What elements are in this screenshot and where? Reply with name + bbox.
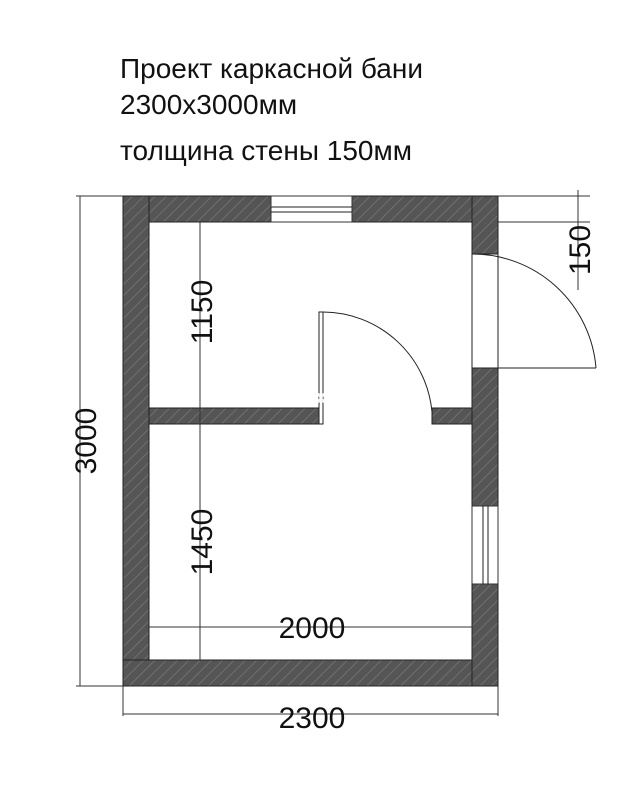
dim-upper-room: 1150 — [186, 280, 219, 345]
dim-lower-room: 1450 — [186, 509, 219, 576]
wall-bottom — [122, 659, 499, 687]
walls — [122, 195, 499, 687]
title-line-2: 2300x3000мм — [120, 89, 297, 120]
wall-right-middle — [471, 367, 499, 507]
partition-right — [431, 407, 473, 425]
dimension-lines — [76, 190, 590, 716]
entrance-door — [471, 253, 597, 369]
interior-door — [318, 311, 433, 425]
window-right — [471, 505, 499, 585]
partition-left — [148, 407, 320, 425]
title-line-3: толщина стены 150мм — [120, 135, 412, 166]
dim-wall-thickness: 150 — [564, 225, 597, 275]
watermark: ТАТХАУС — [288, 392, 355, 407]
wall-left — [122, 195, 150, 687]
dim-inner-width: 2000 — [279, 612, 346, 645]
wall-right-top — [471, 195, 499, 255]
window-top — [270, 195, 353, 223]
dim-total-width: 2300 — [279, 702, 346, 735]
wall-right-bottom — [471, 583, 499, 687]
dim-total-height: 3000 — [70, 408, 103, 475]
title-line-1: Проект каркасной бани — [120, 53, 423, 84]
